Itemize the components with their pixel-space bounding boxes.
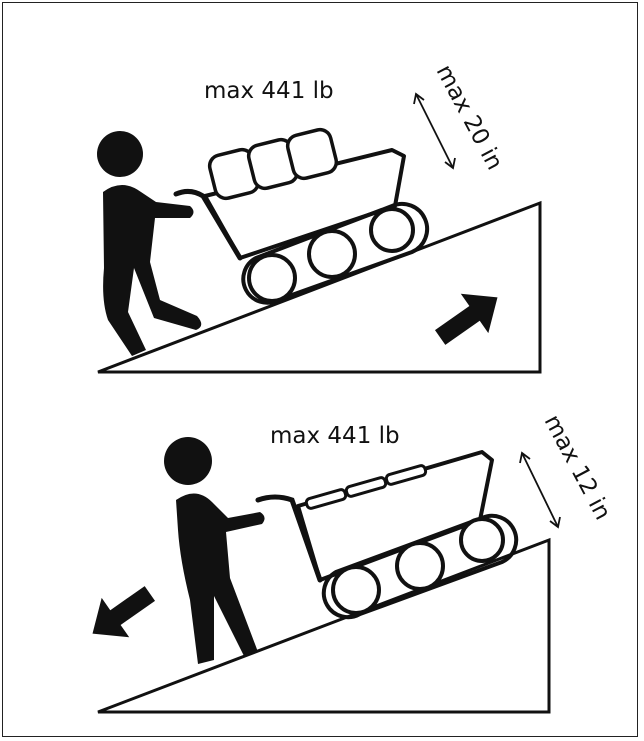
weight-label: max 441 lb: [270, 423, 400, 449]
height-label: max 20 in: [431, 61, 508, 175]
person-figure-downhill: [164, 437, 265, 664]
cargo-cushions: [305, 465, 426, 510]
trolley-downhill: [258, 452, 516, 617]
panel-uphill: max 441 lb max 20 in: [97, 61, 540, 372]
cargo-cushions: [207, 127, 338, 200]
height-dimension-downhill: [520, 453, 560, 527]
ramp-uphill: [98, 203, 540, 372]
arrow-down-left-icon: [79, 574, 164, 653]
arrow-up-right-icon: [426, 278, 511, 357]
person-figure-uphill: [97, 131, 201, 356]
weight-label: max 441 lb: [204, 78, 334, 104]
height-label: max 12 in: [539, 411, 616, 525]
panel-downhill: max 441 lb max 12 in: [79, 411, 616, 712]
trolley-uphill: [176, 127, 427, 302]
ramp-downhill: [98, 540, 549, 712]
